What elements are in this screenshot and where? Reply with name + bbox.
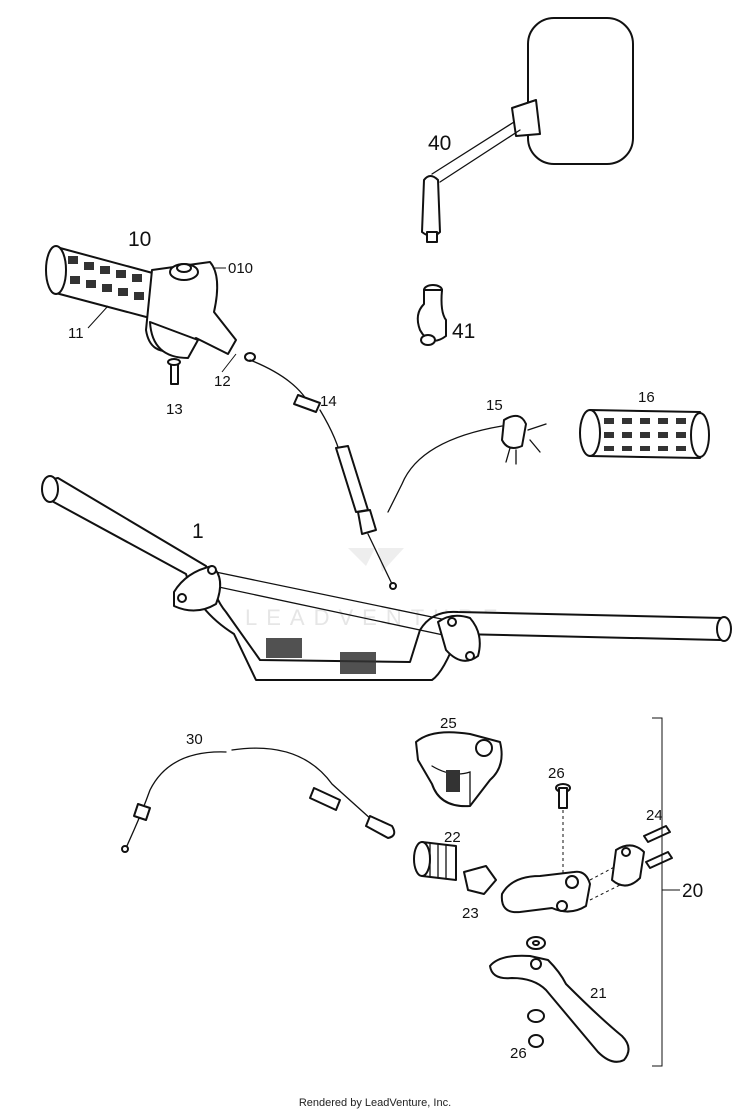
pivot-screw-top[interactable]	[555, 783, 571, 880]
washer-bottom[interactable]	[527, 1009, 545, 1048]
handlebar[interactable]	[41, 475, 732, 681]
callout-26-bottom: 26	[510, 1045, 527, 1062]
washer-top[interactable]	[526, 936, 546, 950]
clutch-cable[interactable]	[121, 747, 396, 853]
callout-11: 11	[68, 325, 84, 342]
lock-nut[interactable]	[463, 865, 497, 895]
callout-30: 30	[186, 731, 203, 748]
left-grip[interactable]	[579, 409, 710, 459]
callout-15: 15	[486, 397, 503, 414]
cable-end-fitting	[244, 352, 256, 362]
cable-adjuster[interactable]	[413, 841, 457, 881]
kill-switch[interactable]	[387, 414, 547, 513]
callout-22: 22	[444, 829, 461, 846]
group-bracket	[652, 717, 663, 1067]
callout-13: 13	[166, 401, 183, 418]
callout-40: 40	[428, 132, 451, 155]
lever-cover[interactable]	[415, 731, 503, 808]
footer-credit: Rendered by LeadVenture, Inc.	[298, 1097, 452, 1109]
throttle-cable[interactable]	[249, 359, 397, 590]
callout-41: 41	[452, 320, 475, 343]
callout-26-top: 26	[548, 765, 565, 782]
throttle-grip[interactable]	[45, 245, 161, 319]
clamp-screws[interactable]	[643, 825, 673, 869]
callout-10: 10	[128, 228, 151, 251]
callout-12: 12	[214, 373, 231, 390]
callout-16: 16	[638, 389, 655, 406]
callout-14: 14	[320, 393, 337, 410]
throttle-housing[interactable]	[145, 261, 237, 359]
mirror-clamp[interactable]	[416, 284, 447, 346]
callout-1: 1	[192, 520, 204, 543]
mirror[interactable]	[421, 17, 634, 243]
callout-24: 24	[646, 807, 663, 824]
clutch-lever[interactable]	[489, 954, 630, 1063]
perch-clamp[interactable]	[611, 844, 645, 887]
callout-21: 21	[590, 985, 607, 1002]
callout-20: 20	[682, 881, 703, 902]
lever-perch[interactable]	[500, 863, 623, 914]
throttle-screw[interactable]	[167, 358, 181, 385]
callout-25: 25	[440, 715, 457, 732]
callout-010: 010	[228, 260, 253, 277]
callout-23: 23	[462, 905, 479, 922]
